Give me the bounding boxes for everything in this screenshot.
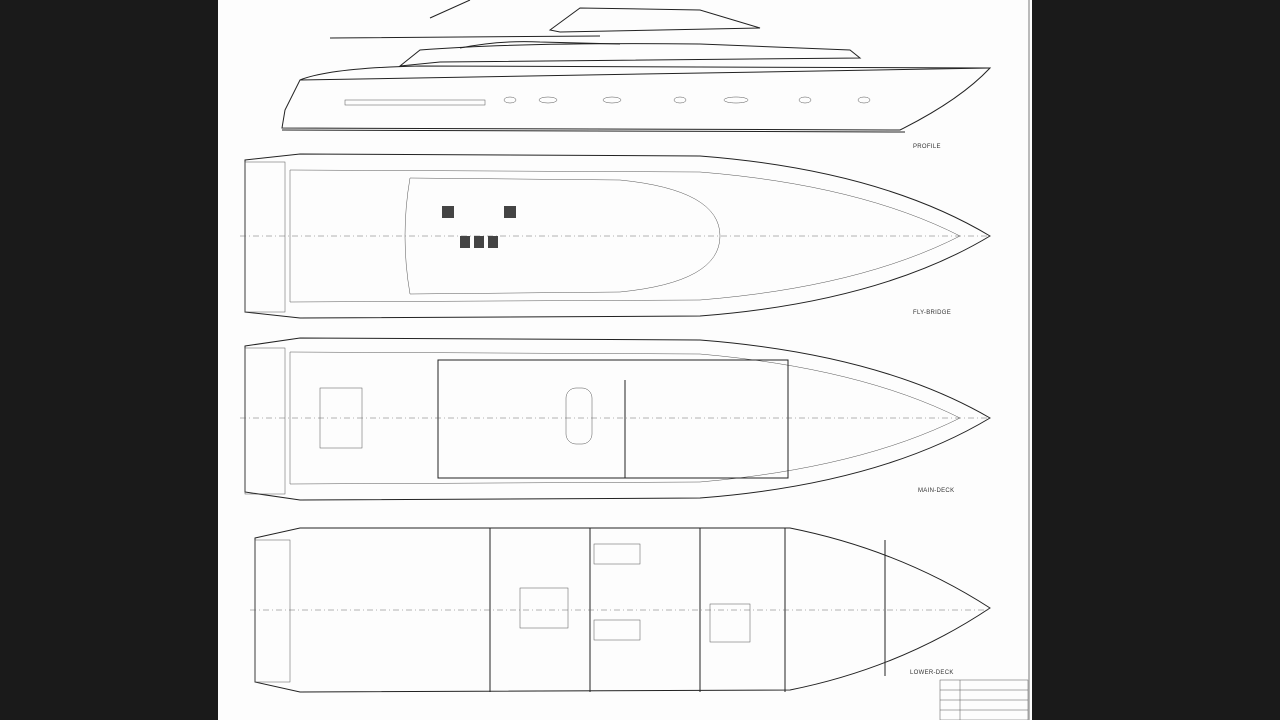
fly-bridge-view: FLY-BRIDGE [240,153,991,319]
view-label-profile: PROFILE [913,144,941,150]
lower-deck-view: LOWER-DECK [250,527,991,693]
view-label-main-deck: MAIN-DECK [918,488,954,494]
main-deck-view: MAIN-DECK [240,337,991,501]
view-label-lower-deck: LOWER-DECK [910,670,954,676]
profile-view: PROFILE [281,0,992,150]
title-block [939,679,1029,720]
view-label-fly-bridge: FLY-BRIDGE [913,310,951,316]
yacht-general-arrangement: PROFILE FLY-BRIDGE MAIN-DECK [240,0,1030,720]
drawing-sheet: PROFILE FLY-BRIDGE MAIN-DECK [218,0,1032,720]
